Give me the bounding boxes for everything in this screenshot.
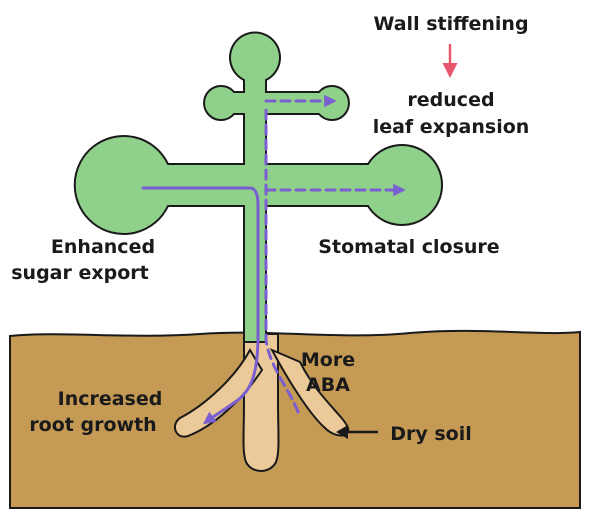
label-dry-soil: Dry soil	[390, 423, 472, 445]
label-increased-line2: root growth	[29, 414, 156, 436]
label-wall-stiffening: Wall stiffening	[373, 13, 528, 35]
label-more-aba-line2: ABA	[306, 374, 350, 396]
label-enhanced-line2: sugar export	[11, 262, 149, 284]
label-increased-line1: Increased	[58, 388, 163, 410]
label-reduced-line1: reduced	[407, 89, 494, 111]
label-enhanced-line1: Enhanced	[51, 236, 155, 258]
label-more-aba-line1: More	[301, 349, 355, 371]
label-stomatal-closure: Stomatal closure	[318, 236, 499, 258]
label-reduced-line2: leaf expansion	[373, 116, 530, 138]
